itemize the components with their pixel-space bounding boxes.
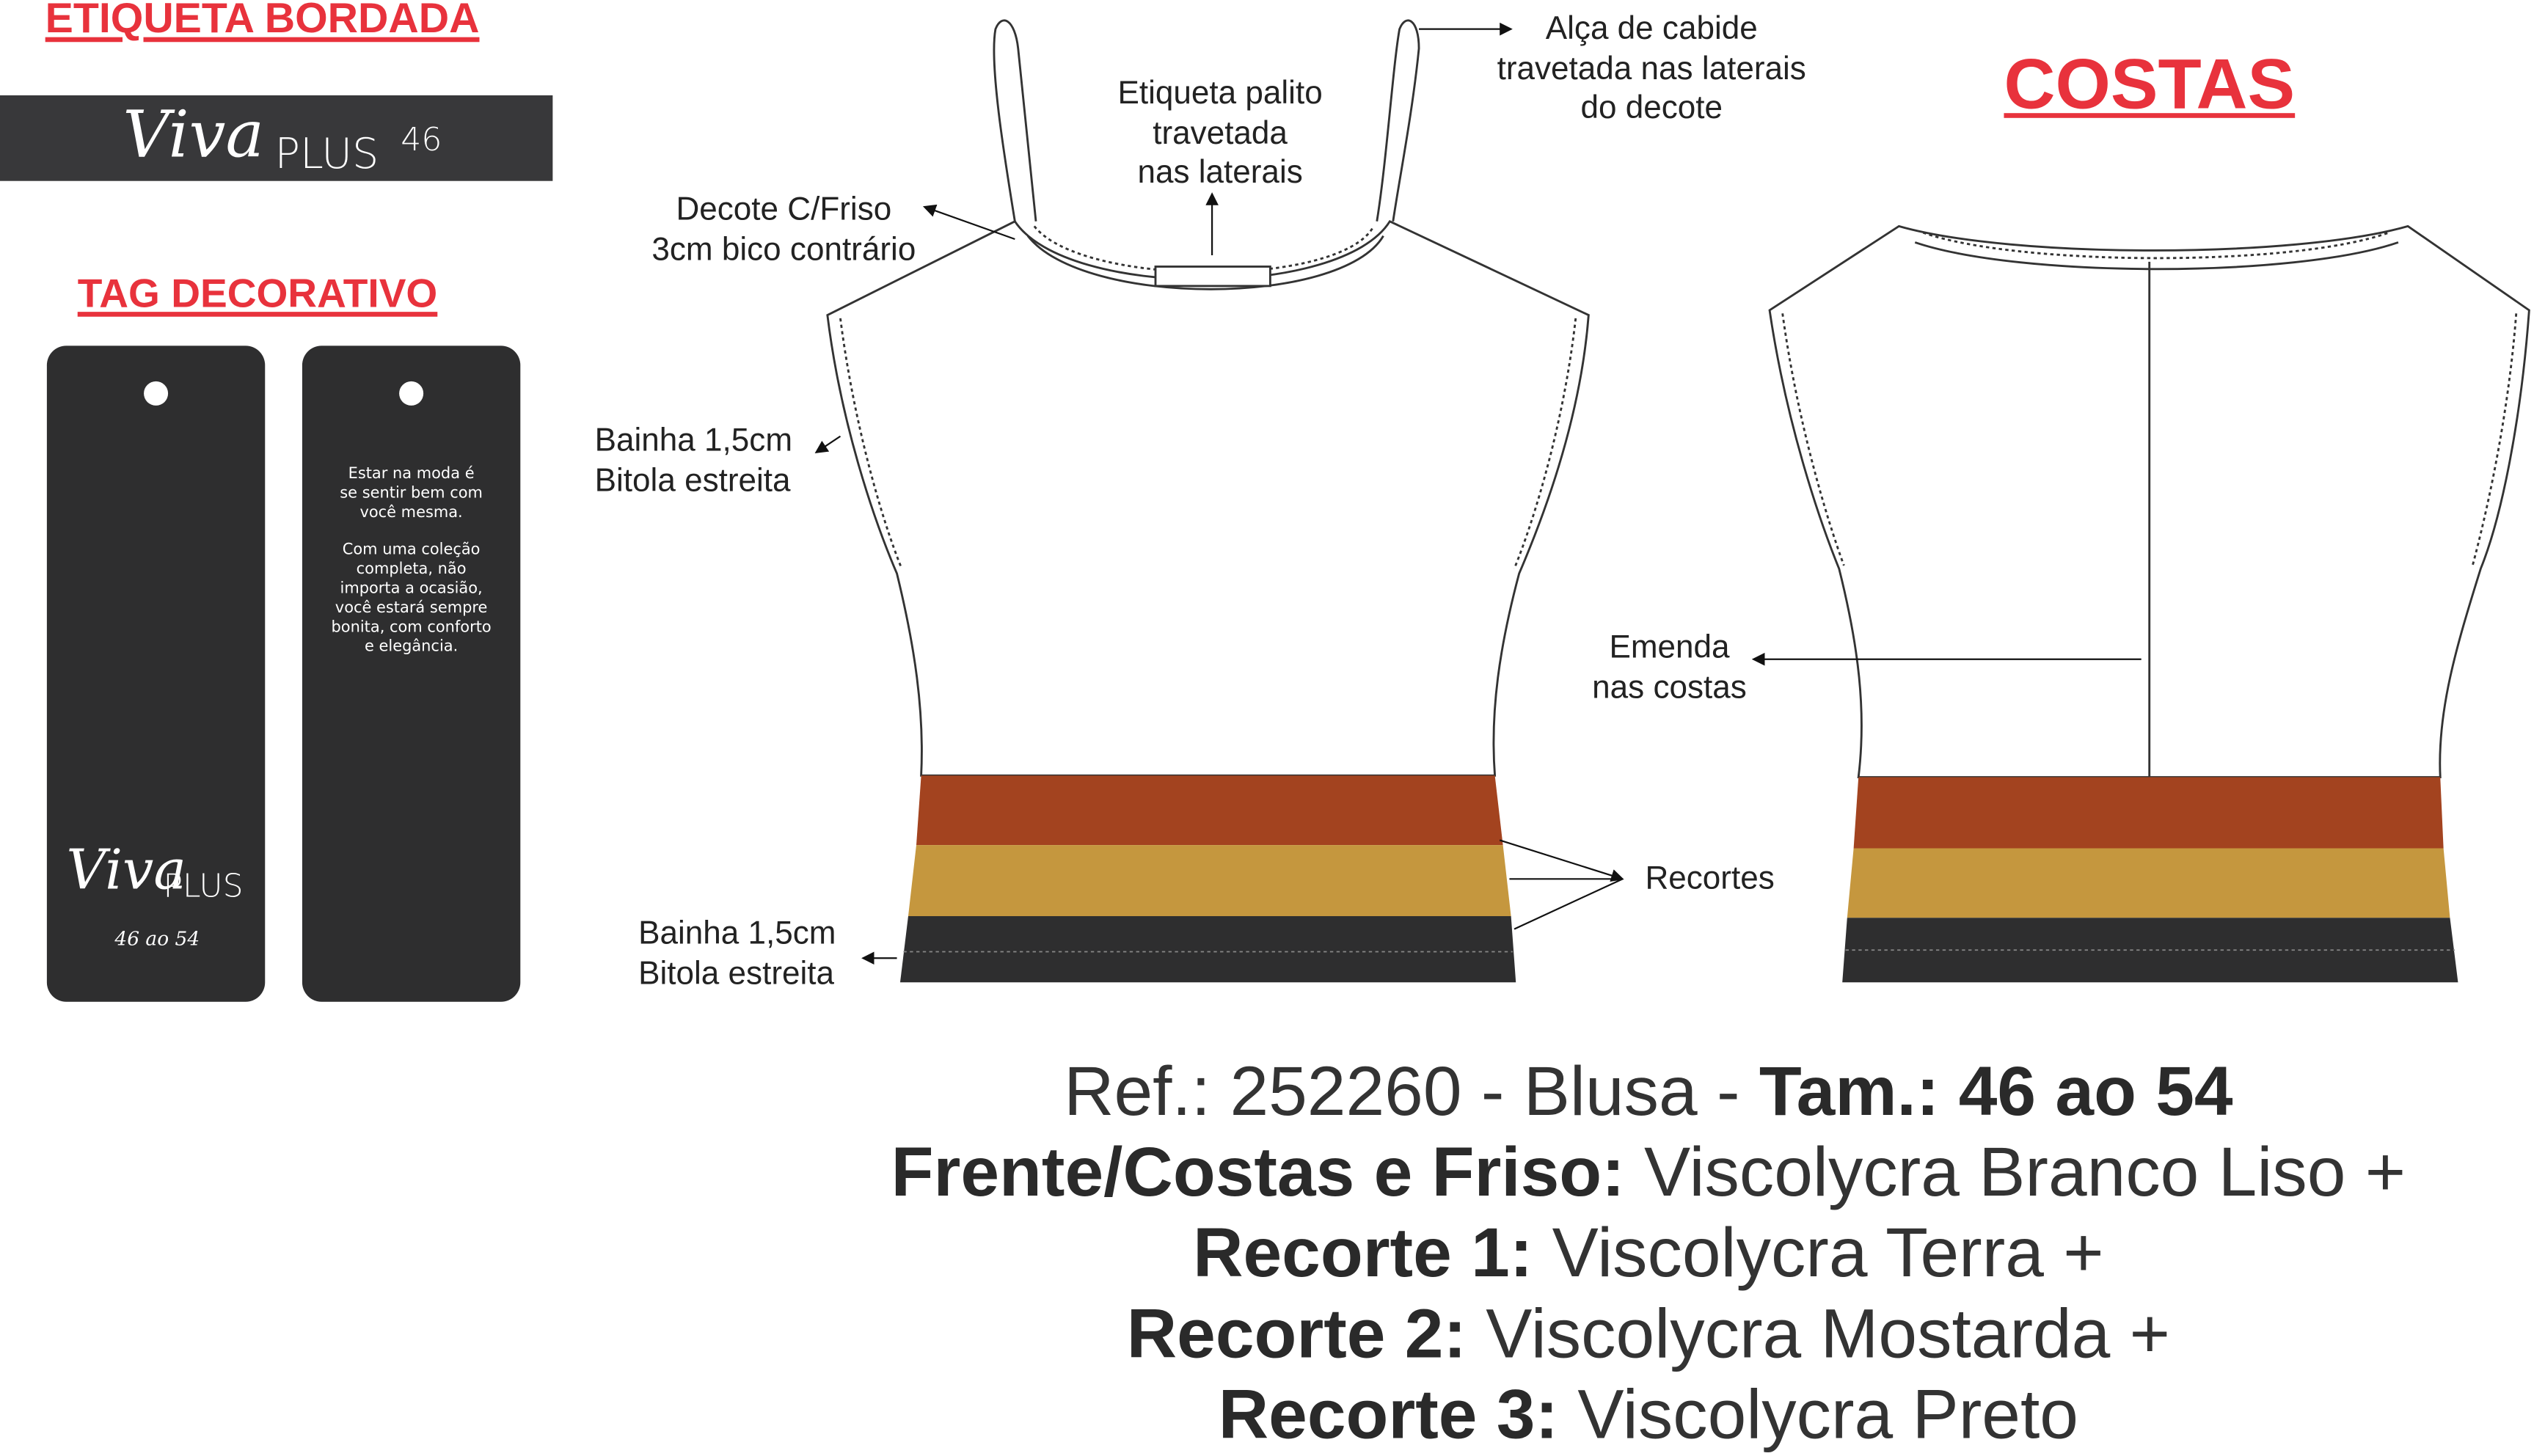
label-rect	[1154, 266, 1271, 288]
note-recortes: Recortes	[1645, 861, 1775, 897]
spec-value: Viscolycra Preto	[1558, 1376, 2078, 1455]
tag-text-2: Com uma coleção completa, não importa a …	[331, 541, 492, 656]
note-line: nas costas	[1592, 670, 1747, 706]
spec-recorte-2: Recorte 2: Viscolycra Mostarda +	[711, 1294, 2534, 1375]
label-size: 46	[401, 120, 442, 158]
spec-recorte-3: Recorte 3: Viscolycra Preto	[711, 1375, 2534, 1456]
label-brand-plus: PLUS	[274, 131, 379, 180]
note-line: travetada nas laterais	[1497, 51, 1806, 87]
front-bands	[899, 775, 1516, 983]
note-bainha-barra: Bainha 1,5cm Bitola estreita	[638, 915, 836, 994]
spec-ref: Ref.: 252260 - Blusa - Tam.: 46 ao 54	[711, 1052, 2534, 1133]
note-line: nas laterais	[1137, 155, 1303, 191]
tag-front: Viva PLUS 46 ao 54	[46, 345, 266, 1002]
note-line: Bainha 1,5cm	[594, 423, 793, 459]
tag-brand-script: Viva	[66, 838, 187, 904]
spec-value: Viscolycra Terra +	[1533, 1215, 2104, 1293]
tag-sizes: 46 ao 54	[114, 927, 200, 951]
spec-label: Frente/Costas e Friso:	[891, 1134, 1625, 1212]
tag-hole	[144, 381, 169, 406]
note-line: Bitola estreita	[638, 955, 835, 992]
tag-hole	[399, 381, 424, 406]
front-view	[826, 19, 1590, 777]
heading-etiqueta-bordada: ETIQUETA BORDADA	[45, 0, 480, 43]
spec-label: Recorte 1:	[1193, 1215, 1533, 1293]
note-line: Alça de cabide	[1545, 11, 1758, 47]
tag-text-1: Estar na moda é se sentir bem com você m…	[340, 465, 483, 522]
note-bainha-manga: Bainha 1,5cm Bitola estreita	[595, 422, 792, 501]
back-view	[1768, 224, 2530, 778]
annotation-arrows	[814, 22, 2142, 965]
note-line: Bitola estreita	[594, 463, 791, 499]
spec-size: Tam.: 46 ao 54	[1759, 1053, 2233, 1131]
label-brand-script: Viva	[123, 98, 264, 173]
front-body	[826, 219, 1590, 777]
back-band-mostarda	[1847, 848, 2450, 918]
spec-recorte-1: Recorte 1: Viscolycra Terra +	[711, 1213, 2534, 1294]
front-band-mostarda	[908, 845, 1511, 916]
embroidered-label: Viva PLUS 46	[0, 95, 553, 181]
note-line: Bainha 1,5cm	[638, 915, 836, 952]
note-line: Etiqueta palito	[1117, 76, 1323, 111]
strap-left	[993, 19, 1037, 222]
tag-back: Estar na moda é se sentir bem com você m…	[302, 345, 521, 1002]
spec-ref-text: Ref.: 252260 - Blusa -	[1064, 1053, 1759, 1131]
strap-right	[1376, 19, 1420, 222]
back-band-terra	[1853, 777, 2444, 849]
note-line: travetada	[1153, 115, 1288, 151]
spec-label: Recorte 3:	[1218, 1376, 1559, 1455]
spec-value: Viscolycra Mostarda +	[1466, 1295, 2170, 1374]
tag-brand-plus: PLUS	[163, 866, 244, 905]
note-line: Emenda	[1609, 630, 1730, 666]
note-alca: Alça de cabide travetada nas laterais do…	[1458, 10, 1846, 128]
heading-tag-decorativo: TAG DECORATIVO	[77, 271, 438, 317]
note-emenda: Emenda nas costas	[1556, 629, 1782, 708]
note-etiqueta-palito: Etiqueta palito travetada nas laterais	[1059, 74, 1382, 193]
heading-costas: COSTAS	[2004, 45, 2296, 125]
note-line: Decote C/Friso	[676, 192, 892, 228]
back-bands	[1842, 777, 2458, 983]
front-band-terra	[916, 775, 1503, 846]
note-line: 3cm bico contrário	[651, 232, 916, 268]
spec-body-fabric: Frente/Costas e Friso: Viscolycra Branco…	[711, 1133, 2534, 1213]
front-band-preto	[899, 915, 1516, 983]
note-decote: Decote C/Friso 3cm bico contrário	[630, 191, 938, 270]
note-line: do decote	[1580, 90, 1723, 126]
spec-value: Viscolycra Branco Liso +	[1624, 1134, 2406, 1212]
spec-label: Recorte 2:	[1126, 1295, 1467, 1374]
